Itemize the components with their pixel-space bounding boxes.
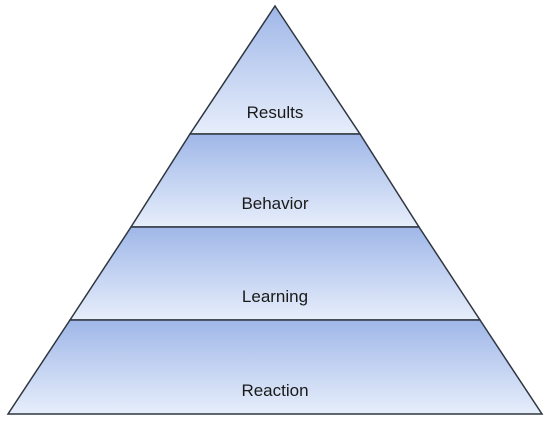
pyramid-level-reaction: Reaction (6, 319, 544, 415)
pyramid-level-learning: Learning (68, 226, 482, 321)
level-label-results: Results (247, 103, 304, 122)
level-label-behavior: Behavior (241, 194, 308, 213)
level-label-learning: Learning (242, 287, 308, 306)
pyramid-level-behavior: Behavior (129, 133, 421, 228)
pyramid-level-results: Results (188, 4, 362, 135)
level-label-reaction: Reaction (241, 381, 308, 400)
